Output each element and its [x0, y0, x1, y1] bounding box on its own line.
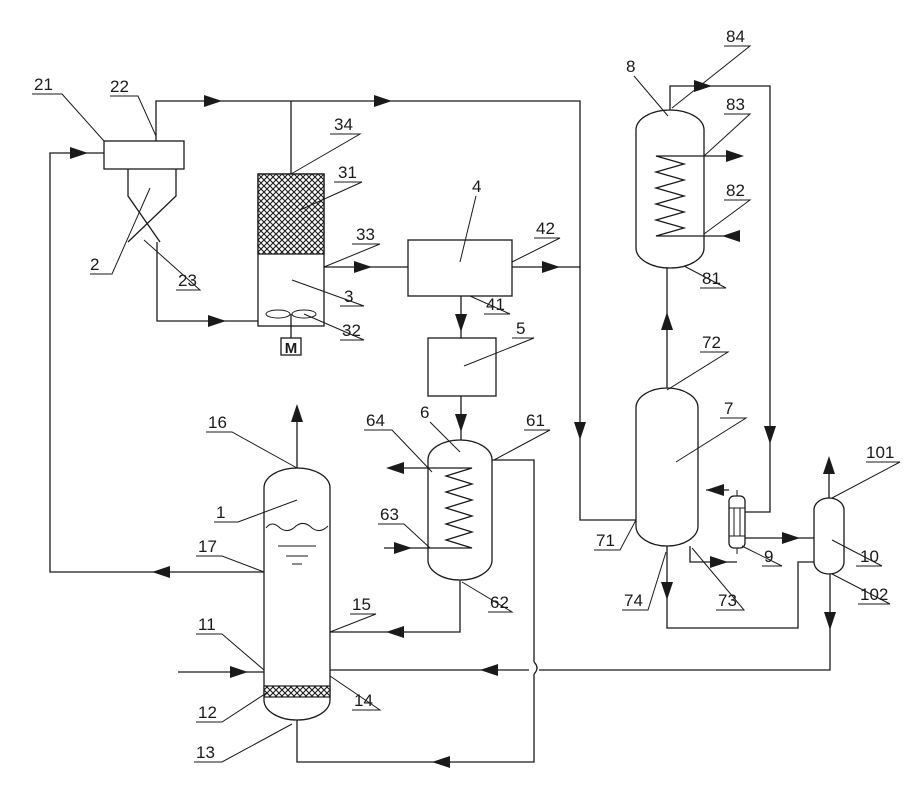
label-72: 72	[702, 333, 721, 352]
label-34: 34	[334, 115, 353, 134]
condenser-vessel	[636, 110, 740, 268]
cyclone-separator	[104, 141, 184, 242]
label-13: 13	[196, 743, 215, 762]
label-2: 2	[90, 255, 99, 274]
label-12: 12	[198, 703, 217, 722]
label-1: 1	[216, 503, 225, 522]
packed-bed	[258, 174, 324, 254]
label-64: 64	[366, 411, 385, 430]
label-42: 42	[536, 219, 555, 238]
label-41: 41	[486, 295, 505, 314]
label-14: 14	[354, 691, 373, 710]
label-9: 9	[764, 547, 773, 566]
label-10: 10	[860, 547, 879, 566]
reactor-column	[264, 468, 330, 720]
label-82: 82	[726, 181, 745, 200]
label-4: 4	[472, 177, 481, 196]
label-5: 5	[516, 319, 525, 338]
label-31: 31	[338, 163, 357, 182]
label-102: 102	[860, 585, 888, 604]
flow-arrows	[70, 80, 836, 768]
label-101: 101	[866, 443, 894, 462]
flash-drum	[814, 498, 844, 574]
label-17: 17	[198, 537, 217, 556]
heat-exchanger	[729, 490, 745, 554]
label-16: 16	[208, 413, 227, 432]
label-21: 21	[34, 75, 53, 94]
unit-box	[428, 338, 496, 396]
label-33: 33	[356, 225, 375, 244]
coil-vessel	[428, 440, 492, 580]
label-11: 11	[198, 615, 216, 634]
stirred-vessel: M	[258, 174, 324, 357]
label-74: 74	[624, 591, 643, 610]
motor-label: M	[285, 340, 298, 357]
label-62: 62	[490, 593, 509, 612]
label-32: 32	[342, 321, 361, 340]
piping	[50, 86, 830, 762]
label-15: 15	[352, 595, 371, 614]
label-8: 8	[626, 57, 635, 76]
label-71: 71	[596, 531, 615, 550]
label-61: 61	[526, 411, 545, 430]
label-63: 63	[380, 505, 399, 524]
label-84: 84	[726, 27, 745, 46]
distillation-column	[636, 388, 698, 546]
label-81: 81	[702, 269, 721, 288]
label-3: 3	[344, 287, 353, 306]
label-22: 22	[110, 77, 129, 96]
label-6: 6	[420, 403, 429, 422]
label-23: 23	[178, 271, 197, 290]
label-83: 83	[726, 95, 745, 114]
label-7: 7	[724, 399, 733, 418]
label-73: 73	[718, 591, 737, 610]
distributor-bed	[264, 686, 330, 697]
separator-box	[408, 240, 512, 296]
